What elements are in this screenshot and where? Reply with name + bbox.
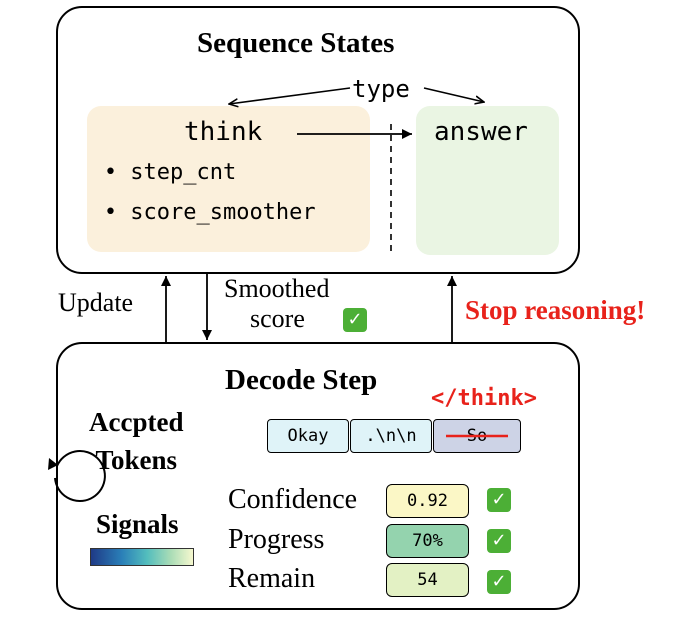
think-label: think (184, 117, 263, 147)
accepted-label-line2: Tokens (95, 445, 178, 475)
think-item-label: score_smoother (130, 200, 316, 225)
signal-confidence-label: Confidence (228, 484, 358, 515)
decode-step-title: Decode Step (225, 364, 378, 396)
smoothed-label-line2: score (224, 304, 329, 334)
type-label: type (352, 75, 410, 103)
signal-remain-label: Remain (228, 563, 316, 594)
token-okay: Okay (267, 419, 349, 453)
signal-confidence-value: 0.92 (386, 484, 469, 518)
bullet: • (104, 200, 117, 225)
colorbar-icon (90, 548, 194, 566)
think-state-panel (87, 106, 370, 252)
update-label: Update (58, 288, 134, 317)
think-item-step-cnt: • step_cnt (104, 160, 236, 185)
check-icon: ✓ (487, 488, 511, 512)
token-label: So (466, 426, 488, 446)
sequence-states-title: Sequence States (197, 27, 395, 59)
smoothed-label-line1: Smoothed (224, 274, 330, 303)
token-newline: .\n\n (350, 419, 432, 453)
smoothed-score-label: Smoothed score (224, 274, 329, 334)
smoothed-label-text: score (250, 304, 305, 333)
think-item-score-smoother: • score_smoother (104, 200, 316, 225)
stop-reasoning-label: Stop reasoning! (465, 295, 646, 325)
answer-state-panel (416, 106, 559, 255)
end-think-tag: </think> (431, 386, 537, 411)
answer-label: answer (434, 117, 528, 147)
accepted-tokens-label: Accpted Tokens (89, 403, 183, 479)
check-icon: ✓ (487, 570, 511, 594)
check-icon: ✓ (343, 308, 367, 332)
signal-remain-value: 54 (386, 563, 469, 597)
bullet: • (104, 160, 117, 185)
token-rejected-so: So (433, 419, 521, 453)
signal-progress-value: 70% (386, 524, 469, 558)
think-item-label: step_cnt (130, 160, 237, 185)
accepted-label-line1: Accpted (89, 407, 184, 437)
check-icon: ✓ (487, 529, 511, 553)
signals-label: Signals (96, 509, 179, 539)
signal-progress-label: Progress (228, 524, 325, 555)
